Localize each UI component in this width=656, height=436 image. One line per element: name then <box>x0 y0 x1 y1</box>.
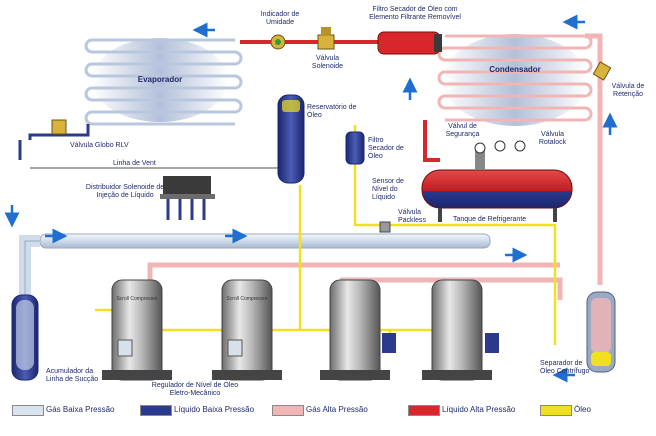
legend-label-liquid-high: Líquido Alta Pressão <box>442 405 516 414</box>
liquid-low-lines <box>18 124 206 220</box>
legend-swatch-liquid-low <box>140 405 172 416</box>
compressor-3 <box>320 279 396 381</box>
legend-label-liquid-low: Líquido Baixa Pressão <box>174 405 255 414</box>
suction-header <box>19 233 491 300</box>
solenoid-distributor <box>160 176 215 199</box>
globe-valve <box>51 119 67 135</box>
legend-swatch-gas-low <box>12 405 44 416</box>
suction-accumulator <box>11 294 39 381</box>
legend-swatch-gas-high <box>272 405 304 416</box>
oil-reservoir <box>277 94 305 184</box>
label-oil-separator: Separador de Óleo Centrífugo <box>540 360 590 375</box>
oil-separator <box>586 291 616 373</box>
legend-label-gas-high: Gás Alta Pressão <box>306 405 368 414</box>
label-solenoid-distributor: Distribuidor Solenoide de Injeção de Líq… <box>85 184 165 199</box>
label-oil-filter-dryer: Filtro Secador de Óleo <box>368 137 404 160</box>
packless-valve <box>379 221 391 233</box>
condenser <box>437 34 593 126</box>
check-valve <box>592 61 612 81</box>
label-vent-line: Linha de Vent <box>113 160 156 167</box>
label-oil-reservoir: Reservatório de Óleo <box>307 104 357 119</box>
legend-swatch-oil <box>540 405 572 416</box>
compressor-1 <box>102 279 172 381</box>
label-oil-filter-dryer-removable: Filtro Secador de Óleo com Elemento Filt… <box>369 6 461 21</box>
compressor-2 <box>212 279 282 381</box>
filter-drier-top <box>377 31 442 55</box>
label-liquid-level-sensor: Sensor de Nível do Líquido <box>372 178 404 201</box>
label-safety-valve: Válvul de Segurança <box>445 123 480 138</box>
compressor-4 <box>422 279 499 381</box>
compressor-2-brand: Scroll Compressor <box>226 296 267 302</box>
flow-arrows <box>4 14 618 383</box>
label-condenser: Condensador <box>489 65 541 74</box>
label-rotalock-valve: Válvula Rotalock <box>538 131 567 146</box>
label-solenoid-valve: Válvula Solenoide <box>311 55 344 70</box>
refrigerant-tank <box>421 140 573 222</box>
label-moisture-indicator: Indicador de Umidade <box>260 11 300 26</box>
legend-label-oil: Óleo <box>574 405 591 414</box>
vent-line <box>30 167 281 175</box>
label-evaporator: Evaporador <box>137 75 183 84</box>
legend-swatch-liquid-high <box>408 405 440 416</box>
label-packless-valve: Válvula Packless <box>398 209 427 224</box>
compressor-1-brand: Scroll Compressor <box>116 296 157 302</box>
solenoid-valve <box>317 27 335 50</box>
legend-label-gas-low: Gás Baixa Pressão <box>46 405 115 414</box>
evaporator <box>84 38 243 126</box>
label-oil-level-regulator: Regulador de Nível de Óleo Eletro-Mecâni… <box>151 382 239 397</box>
label-refrigerant-tank: Tanque de Refrigerante <box>453 216 527 223</box>
oil-filter-dryer <box>345 131 365 165</box>
label-suction-accumulator: Acumulador da Linha de Sucção <box>46 368 99 383</box>
label-check-valve: Válvula de Retenção <box>611 83 645 98</box>
label-globe-valve: Válvula Globo RLV <box>70 142 129 149</box>
moisture-indicator <box>270 34 286 50</box>
